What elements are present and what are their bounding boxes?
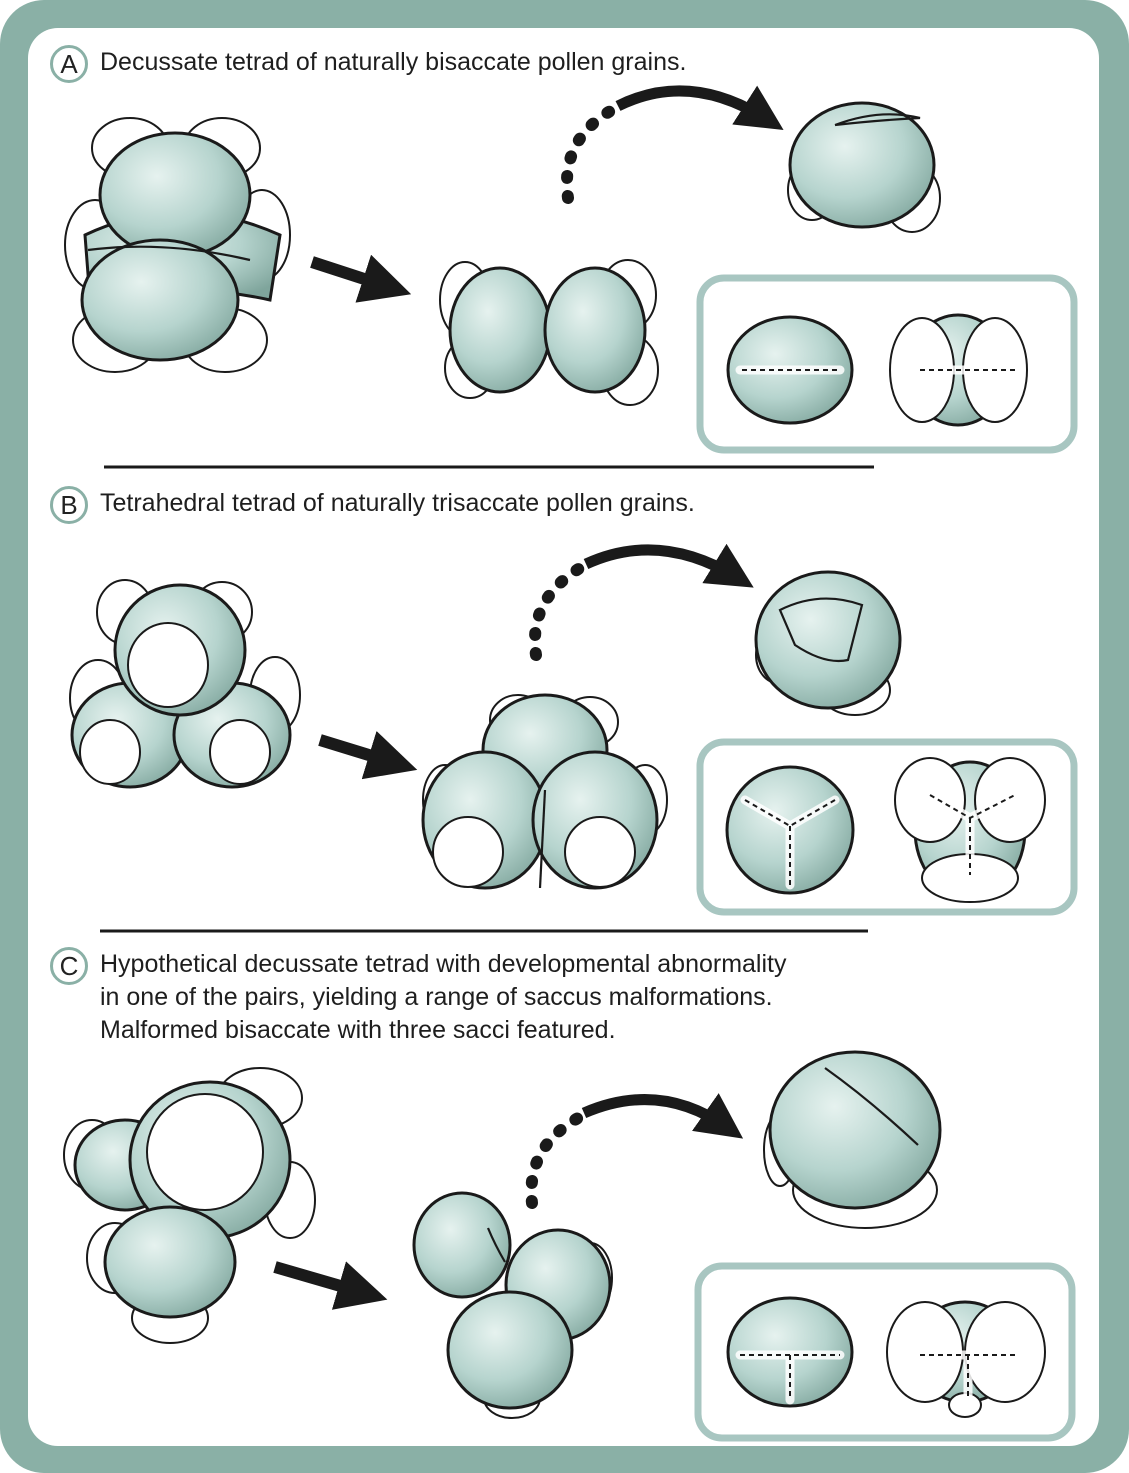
- triad-c: [412, 1191, 613, 1419]
- arrow-right: [310, 254, 412, 303]
- inset-a: [696, 274, 1078, 454]
- arrow-right: [318, 731, 418, 780]
- caption-b: B Tetrahedral tetrad of naturally trisac…: [50, 486, 695, 524]
- inset-c: [694, 1262, 1076, 1442]
- caption-a: A Decussate tetrad of naturally bisaccat…: [50, 45, 686, 83]
- triad-b: [421, 693, 668, 890]
- single-grain-c: [763, 1050, 942, 1229]
- panel-letter-c: C: [50, 947, 88, 985]
- tetrad-c: [63, 1067, 316, 1344]
- dispersal-arrow-a: [561, 85, 784, 204]
- dispersal-arrow-b: [529, 543, 754, 661]
- caption-b-line-1: Tetrahedral tetrad of naturally trisacca…: [100, 489, 695, 517]
- caption-c-line-2: in one of the pairs, yielding a range of…: [100, 983, 773, 1011]
- single-grain-b: [754, 570, 902, 716]
- dyad-a: [439, 259, 659, 406]
- single-grain-a: [787, 101, 941, 233]
- inset-b: [696, 738, 1078, 916]
- caption-c-text: Hypothetical decussate tetrad with devel…: [100, 948, 787, 1047]
- caption-b-text: Tetrahedral tetrad of naturally trisacca…: [100, 487, 695, 520]
- arrow-right: [273, 1261, 388, 1310]
- tetrad-a: [64, 117, 291, 373]
- panel-letter-b: B: [50, 486, 88, 524]
- caption-a-line-1: Decussate tetrad of naturally bisaccate …: [100, 48, 687, 76]
- caption-c: C Hypothetical decussate tetrad with dev…: [50, 947, 787, 1047]
- tetrad-b: [69, 579, 301, 789]
- dispersal-arrow-c: [525, 1093, 744, 1209]
- caption-c-line-3: Malformed bisaccate with three sacci fea…: [100, 1016, 616, 1044]
- caption-c-line-1: Hypothetical decussate tetrad with devel…: [100, 950, 787, 978]
- panel-letter-a: A: [50, 45, 88, 83]
- caption-a-text: Decussate tetrad of naturally bisaccate …: [100, 46, 686, 79]
